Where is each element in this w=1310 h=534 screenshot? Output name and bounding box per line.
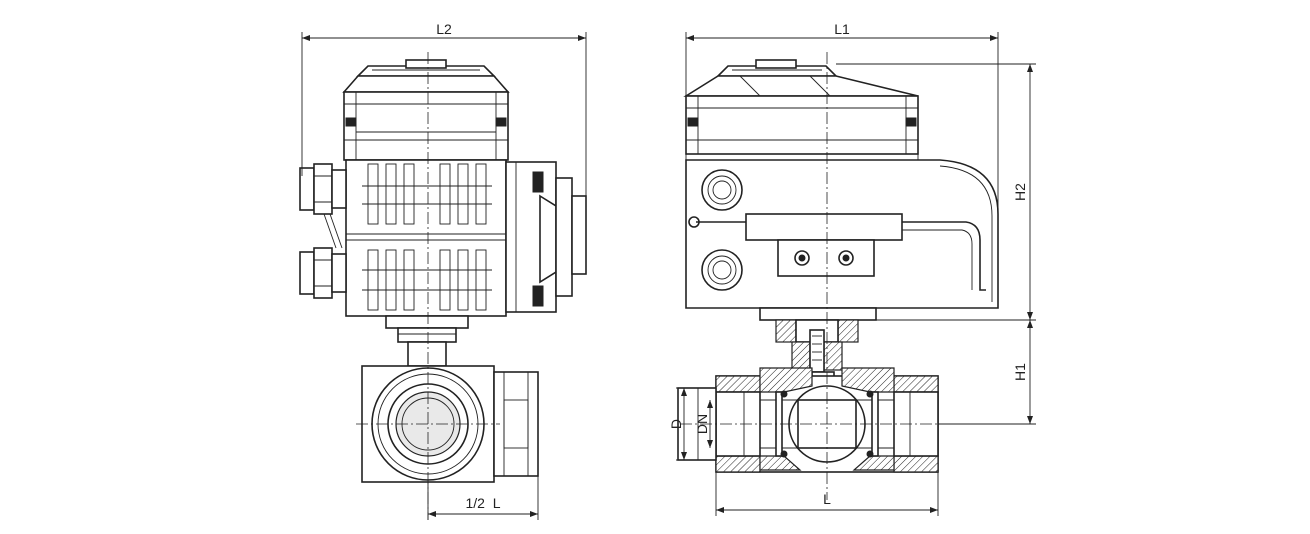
valve-body-side xyxy=(361,365,539,483)
heat-fins-upper xyxy=(362,163,492,225)
dimension-l: L xyxy=(823,491,831,507)
dimension-l2: L2 xyxy=(436,21,452,37)
dimension-d: D xyxy=(668,419,684,429)
dimension-h1: H1 xyxy=(1012,363,1028,381)
cable-gland-front-upper xyxy=(701,169,743,211)
dimension-l1: L1 xyxy=(834,21,850,37)
valve-body-section xyxy=(677,367,939,473)
dimension-h2: H2 xyxy=(1012,183,1028,201)
actuator-cover xyxy=(342,59,510,161)
cable-gland-upper xyxy=(299,163,347,215)
dimension-half-l: 1/2 L xyxy=(465,495,500,511)
actuator-side-cap xyxy=(505,161,587,313)
cable-gland-lower xyxy=(299,247,347,299)
mounting-bracket xyxy=(385,315,469,367)
indicator-panel xyxy=(688,213,986,291)
dimension-dn: DN xyxy=(694,414,710,434)
dimensions: L2 L1 H2 H1 D DN 1/2 L L xyxy=(301,21,1036,520)
stem-coupling xyxy=(775,319,859,387)
heat-fins-lower xyxy=(362,249,492,311)
side-view xyxy=(299,52,587,520)
actuator-body xyxy=(345,159,507,317)
front-view xyxy=(677,52,999,500)
actuator-cover-front xyxy=(683,59,919,155)
cable-gland-front-lower xyxy=(701,249,743,291)
